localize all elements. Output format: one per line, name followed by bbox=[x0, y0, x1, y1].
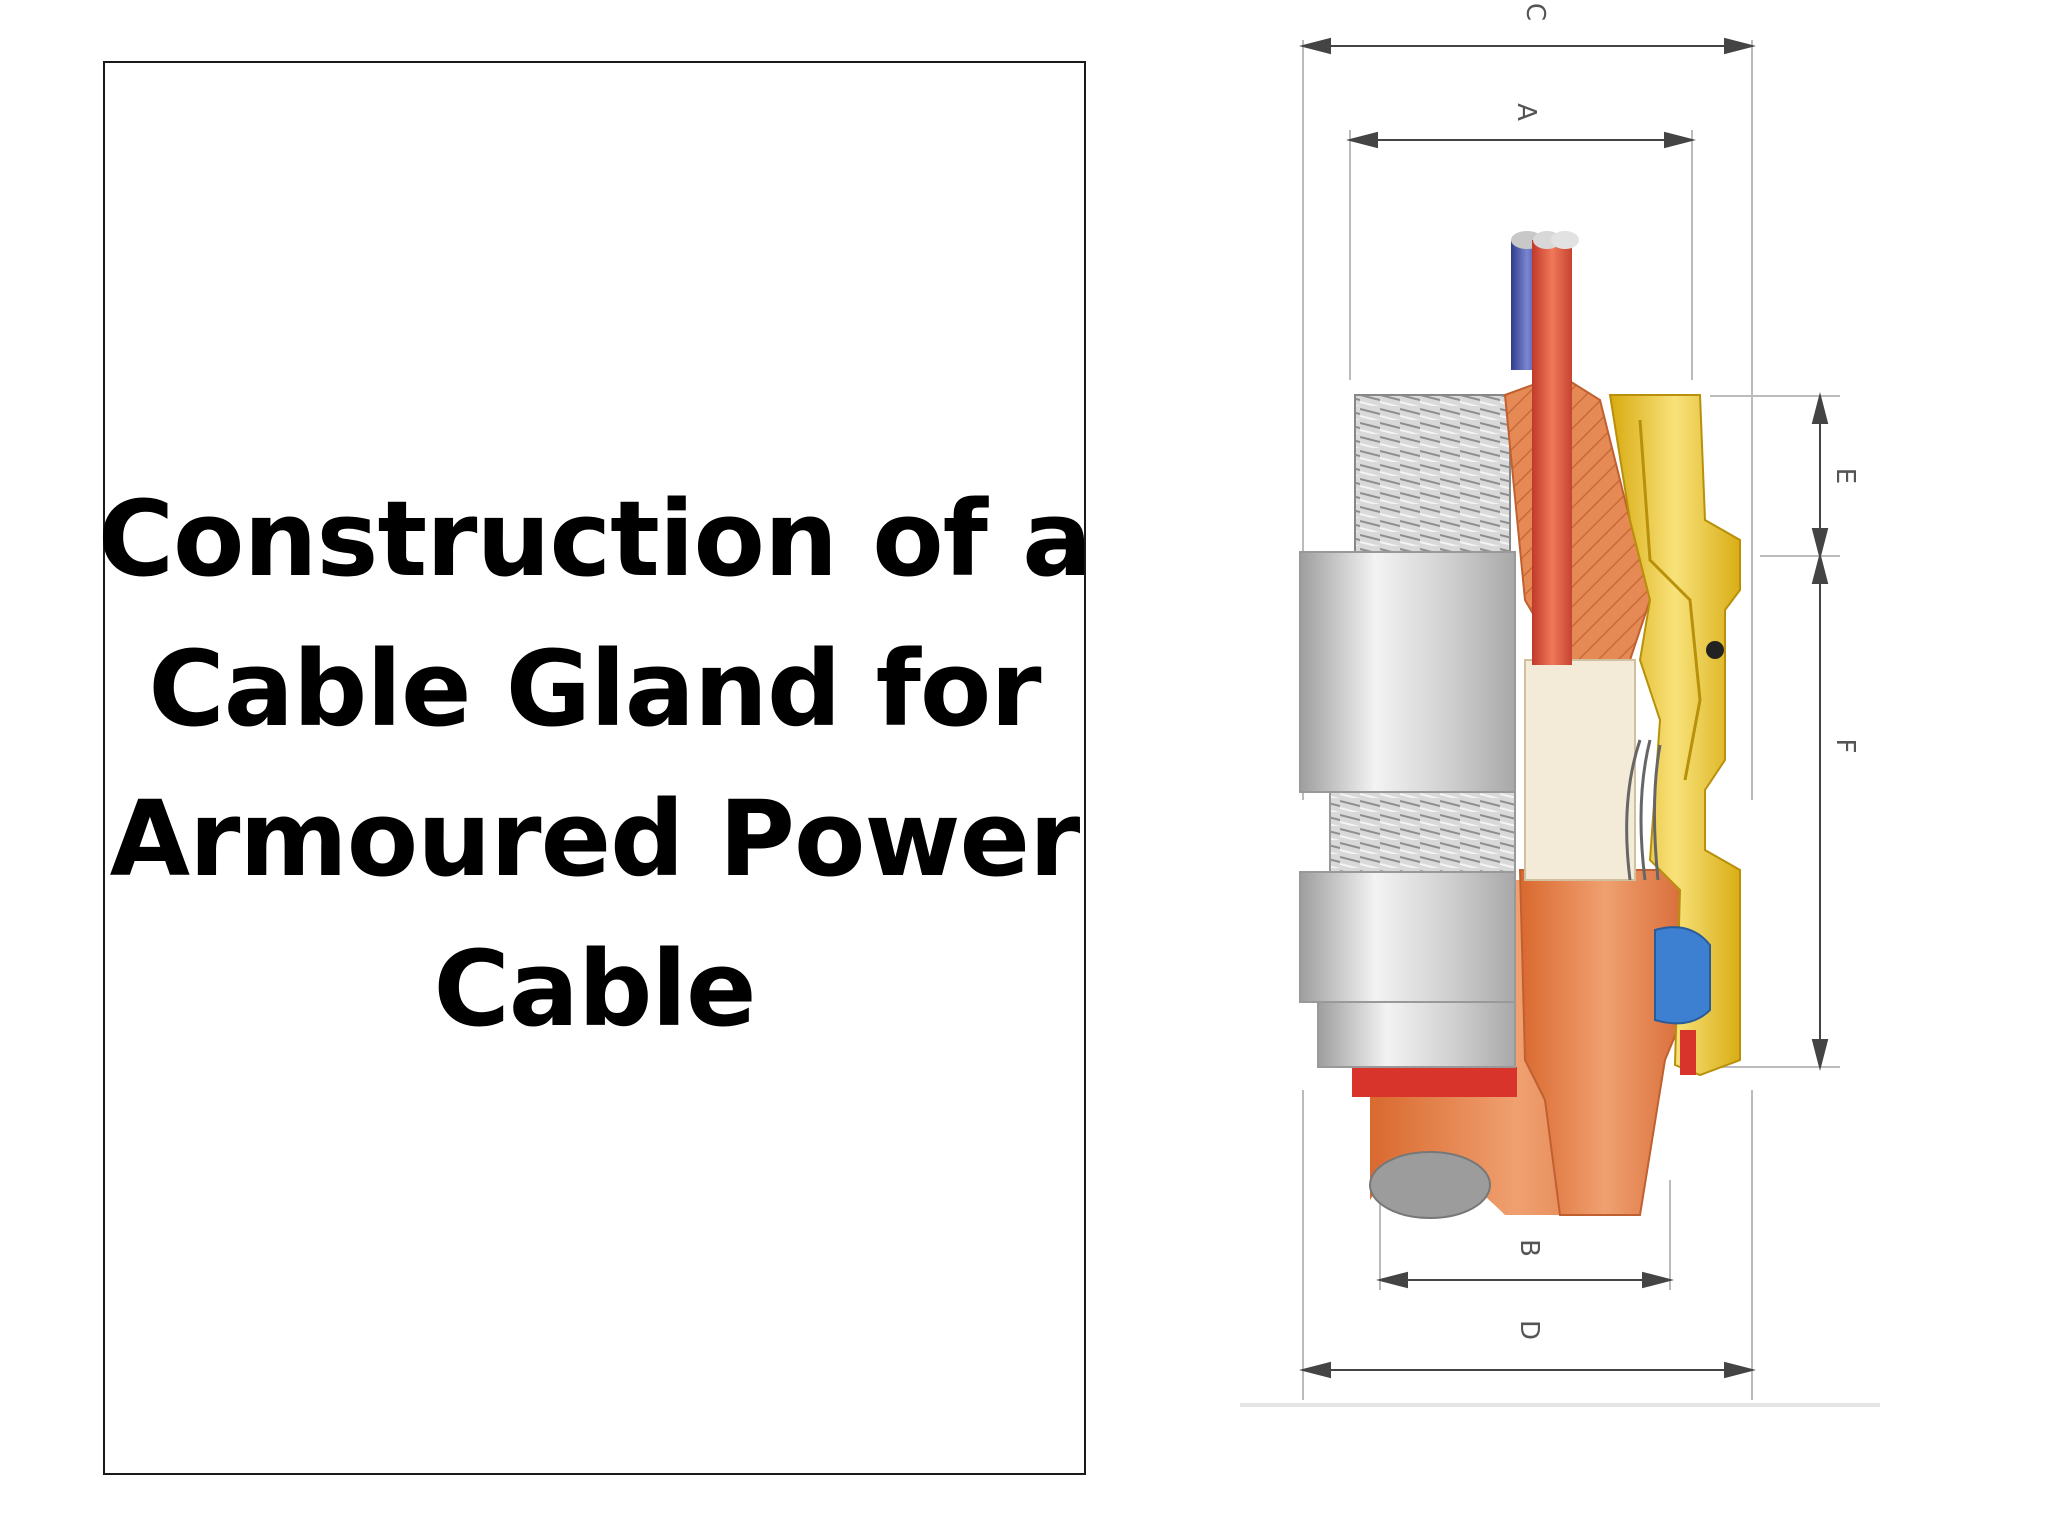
title-line-2: Cable Gland for bbox=[148, 628, 1041, 750]
dim-f-arrow-bottom bbox=[1811, 1039, 1829, 1071]
red-seal-small bbox=[1680, 1030, 1696, 1075]
dim-c-arrow-right bbox=[1724, 37, 1756, 55]
cable-gland-diagram: C A E F B D bbox=[1240, 3, 1880, 1407]
dim-d-arrow-left bbox=[1299, 1361, 1331, 1379]
page-title: Construction of a Cable Gland for Armour… bbox=[97, 464, 1093, 1064]
dim-c-arrow-left bbox=[1299, 37, 1331, 55]
dim-label-d: D bbox=[1514, 1320, 1544, 1340]
dimension-lines bbox=[1240, 37, 1880, 1407]
dim-a-arrow-right bbox=[1664, 131, 1696, 149]
title-line-1: Construction of a bbox=[97, 478, 1093, 600]
blue-sealing-ring bbox=[1654, 926, 1711, 1025]
dim-label-c: C bbox=[1520, 3, 1550, 21]
dim-e-arrow-bottom bbox=[1811, 528, 1829, 560]
title-line-4: Cable bbox=[433, 928, 756, 1050]
middle-thread bbox=[1329, 791, 1516, 873]
dim-a-arrow-left bbox=[1346, 131, 1378, 149]
armour-wires bbox=[1625, 739, 1662, 881]
dim-label-e: E bbox=[1830, 468, 1860, 484]
title-line-3: Armoured Power bbox=[109, 778, 1081, 900]
dim-label-f: F bbox=[1830, 739, 1860, 754]
red-core-end-2 bbox=[1551, 231, 1579, 249]
dim-b-arrow-right bbox=[1642, 1271, 1674, 1289]
lower-skirt bbox=[1317, 1001, 1516, 1068]
dim-e-arrow-top bbox=[1811, 392, 1829, 424]
brass-body bbox=[1608, 394, 1741, 1077]
cable-cross-section bbox=[1369, 1151, 1491, 1219]
brass-detail-line bbox=[1638, 419, 1702, 781]
entry-thread bbox=[1354, 394, 1511, 553]
title-box: Construction of a Cable Gland for Armour… bbox=[98, 61, 1092, 1475]
hex-body-upper bbox=[1299, 551, 1516, 793]
dim-label-a: A bbox=[1511, 103, 1541, 121]
hex-body-lower bbox=[1299, 871, 1516, 1003]
dim-d-arrow-right bbox=[1724, 1361, 1756, 1379]
dim-f-arrow-top bbox=[1811, 552, 1829, 584]
red-core bbox=[1532, 240, 1572, 665]
dim-b-arrow-left bbox=[1376, 1271, 1408, 1289]
armour-clamp-ball bbox=[1706, 641, 1724, 659]
dim-label-b: B bbox=[1514, 1239, 1544, 1257]
red-seal-bottom bbox=[1352, 1067, 1517, 1097]
inner-bedding bbox=[1524, 659, 1636, 881]
